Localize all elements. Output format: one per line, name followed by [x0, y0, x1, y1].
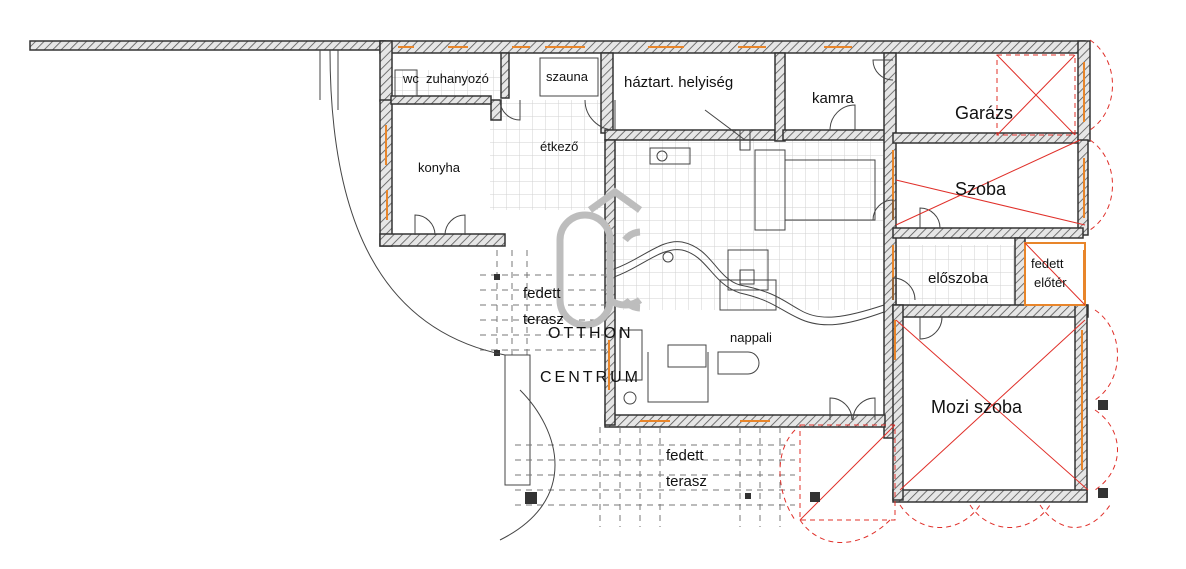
room-label-kamra: kamra [812, 90, 854, 107]
room-label-fedett-terasz-bottom-1: fedett [666, 447, 704, 464]
room-label-fedett-eloter-2: előtér [1034, 275, 1067, 290]
doors [414, 59, 943, 421]
watermark-line1: OTTHON [548, 325, 634, 342]
terrace-bottom-grid [499, 389, 795, 541]
furniture [394, 57, 876, 405]
room-label-fedett-terasz-bottom-2: terasz [666, 473, 707, 490]
garden-path [329, 49, 506, 356]
walls [379, 40, 1091, 503]
boundary-wall [29, 40, 386, 51]
room-label-fedett-terasz-left-1: fedett [523, 285, 561, 302]
column [1098, 488, 1108, 498]
room-label-konyha: konyha [418, 160, 461, 175]
floor-edge-curve [604, 241, 885, 318]
terrace-left-grid [480, 250, 610, 360]
room-label-szoba: Szoba [955, 179, 1007, 199]
room-labels: wc zuhanyozó szauna háztart. helyiség ka… [402, 69, 1067, 490]
column [810, 492, 820, 502]
watermark-line2: CENTRUM [540, 369, 641, 386]
room-label-fedett-eloter-1: fedett [1031, 256, 1064, 271]
room-label-garazs: Garázs [955, 103, 1013, 123]
floor-edge-curve-inner [604, 249, 885, 326]
garden-path-inner [319, 50, 339, 110]
watermark-logo: OTTHON CENTRUM [540, 187, 643, 386]
column [1098, 400, 1108, 410]
room-label-fedett-terasz-left-2: terasz [523, 311, 564, 328]
room-label-szauna: szauna [546, 69, 589, 84]
steps [504, 354, 531, 486]
room-label-mozi-szoba: Mozi szoba [931, 397, 1023, 417]
room-label-nappali: nappali [730, 330, 772, 345]
room-label-zuhanyozo: zuhanyozó [426, 71, 489, 86]
tiled-floor [390, 70, 1020, 310]
red-markings [779, 39, 1118, 543]
room-label-eloszoba: előszoba [928, 270, 989, 287]
room-label-haztart: háztart. helyiség [624, 74, 733, 91]
room-label-etkezo: étkező [540, 139, 578, 154]
room-label-wc: wc [402, 71, 419, 86]
